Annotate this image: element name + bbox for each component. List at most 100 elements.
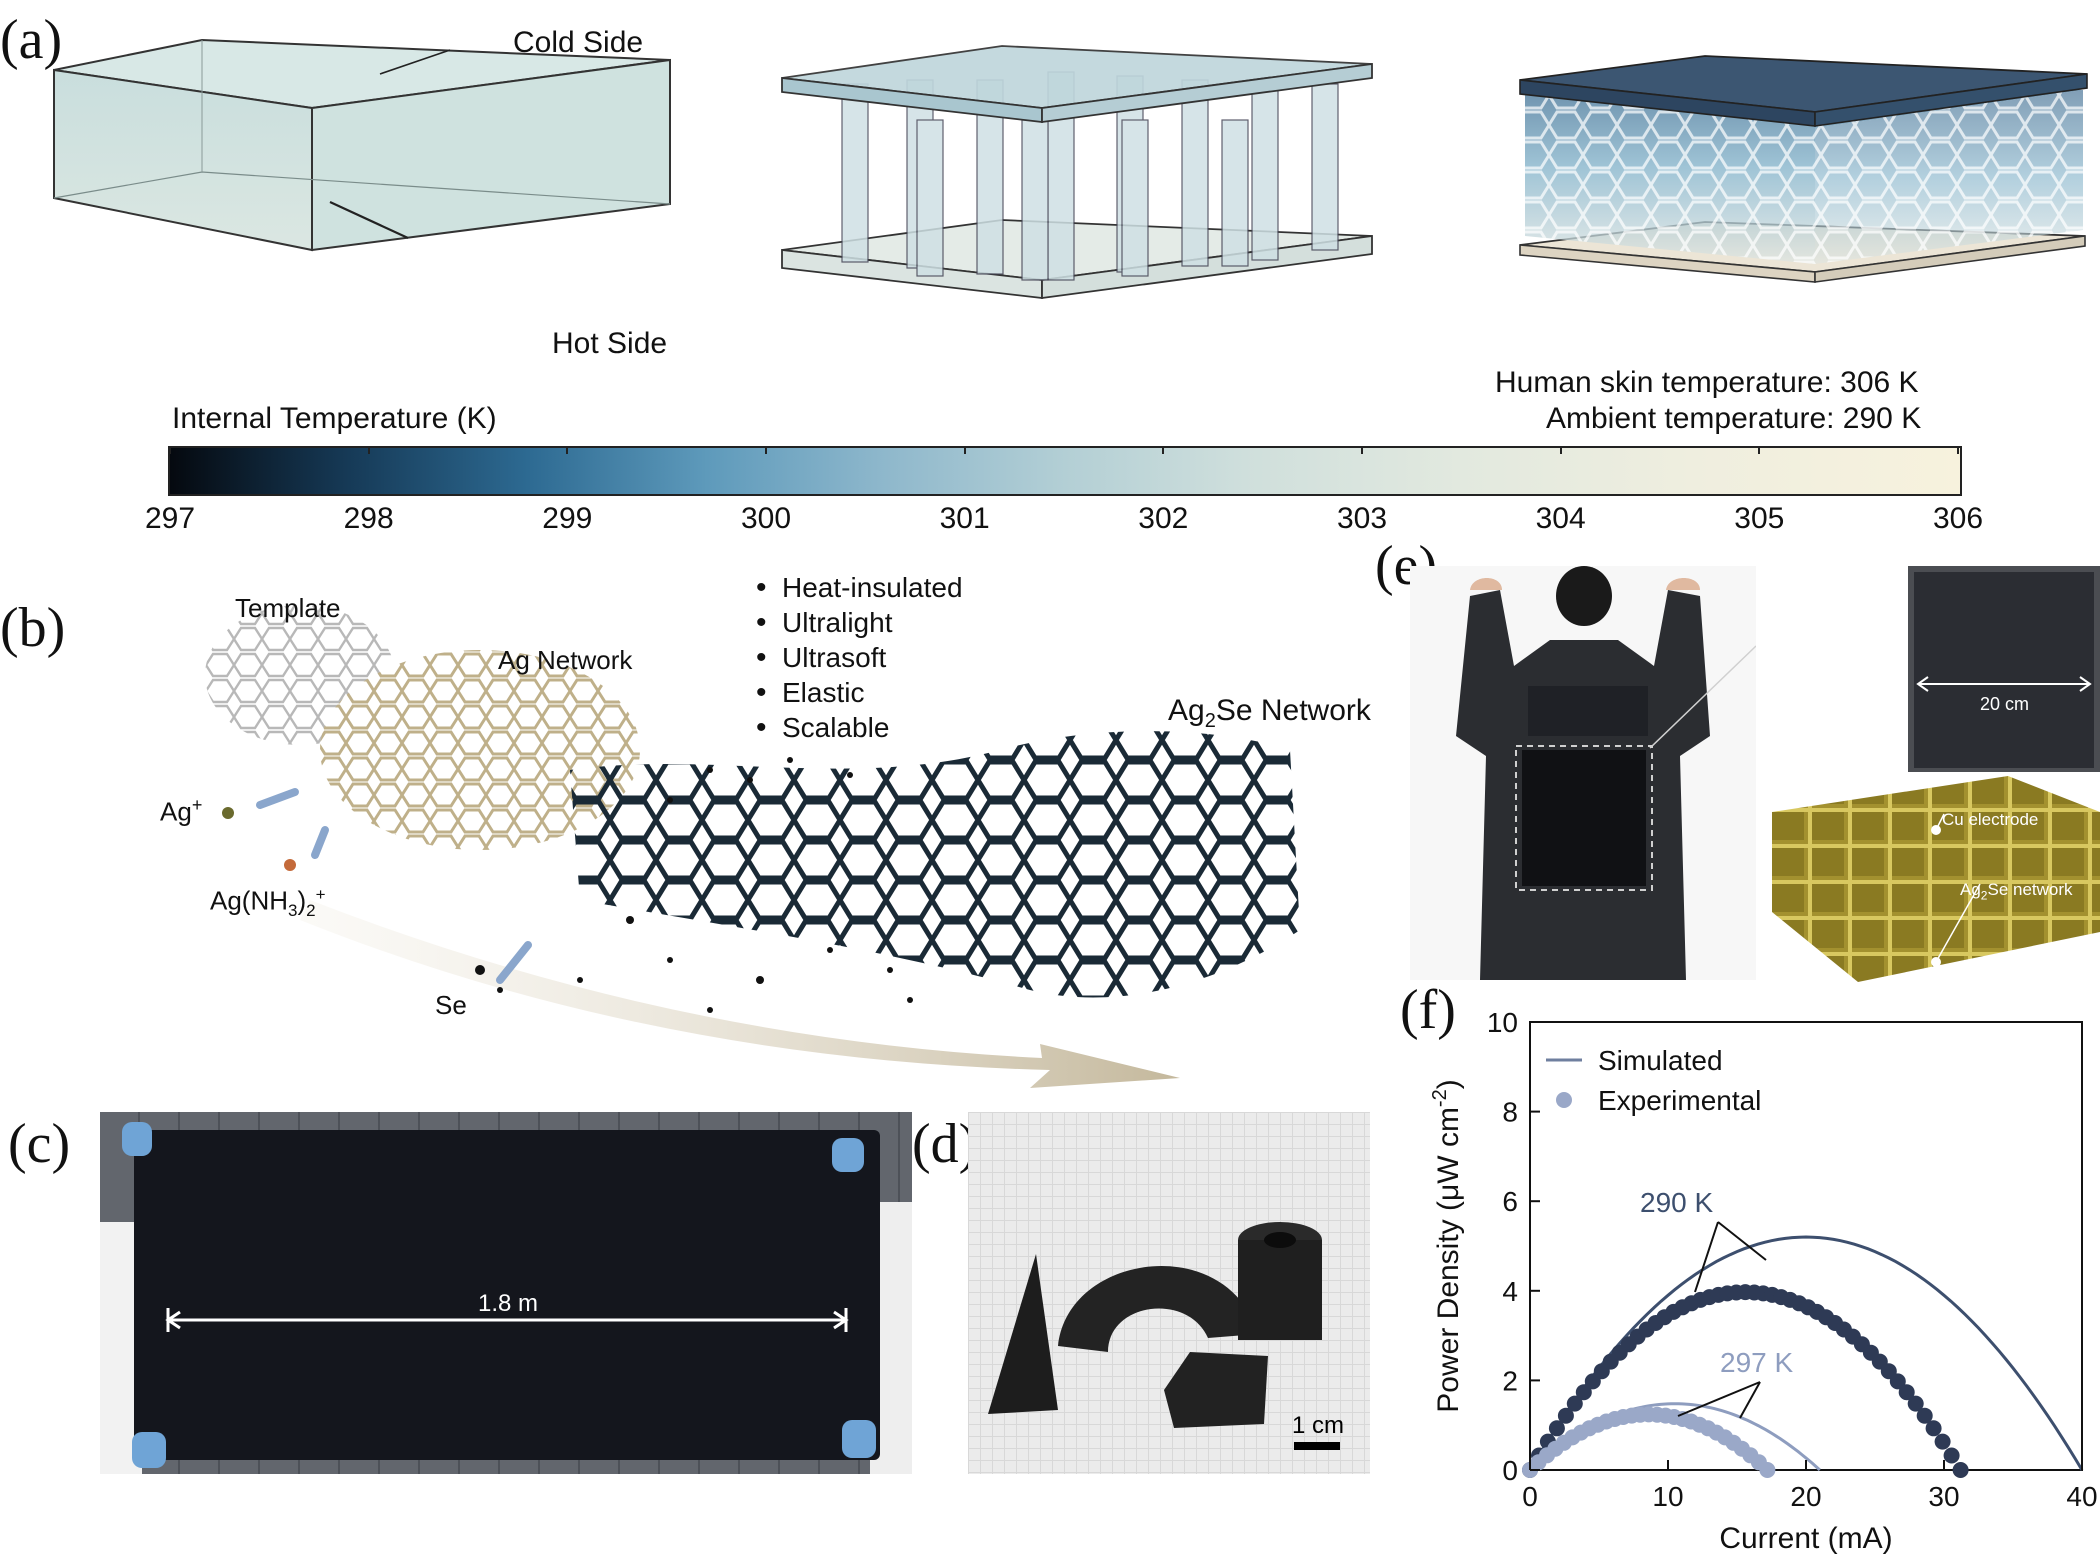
colorbar-tick-mark	[566, 446, 569, 454]
large-fabric-photo: 1.8 m	[100, 1112, 912, 1474]
feature-list: Heat-insulated Ultralight Ultrasoft Elas…	[756, 570, 963, 745]
panel-label-d: (d)	[912, 1113, 978, 1175]
y-tick-label: 0	[1502, 1455, 1518, 1486]
jacket-photo	[1410, 566, 1756, 980]
data-point	[1575, 1384, 1592, 1401]
template-label: Template	[235, 593, 341, 623]
x-tick-label: 20	[1790, 1481, 1821, 1512]
skin-temperature-label: Human skin temperature: 306 K	[1495, 366, 1919, 399]
chart-series-group	[1522, 1235, 2084, 1478]
temperature-colorbar	[168, 446, 1962, 496]
annotation-297k-pointers	[1677, 1381, 1761, 1419]
colorbar-tick-label: 297	[144, 502, 196, 535]
x-axis-label: Current (mA)	[1719, 1522, 1892, 1555]
colorbar-tick-label: 304	[1535, 502, 1586, 535]
left-glove-top	[122, 1122, 152, 1156]
person-jacket	[1456, 566, 1756, 980]
ag-ammonia-label: Ag(NH3)2+	[210, 885, 326, 920]
annotation-290k-pointers	[1694, 1221, 1767, 1293]
data-point	[1759, 1462, 1776, 1478]
y-tick-label: 4	[1502, 1276, 1518, 1307]
feature-item: Elastic	[756, 675, 963, 710]
feature-item: Ultrasoft	[756, 640, 963, 675]
ag2se-network-inset-label: Ag2Se network	[1960, 880, 2073, 903]
right-glove-bottom	[842, 1420, 876, 1458]
y-tick-label: 10	[1487, 1007, 1518, 1038]
colorbar-tick-mark	[1957, 446, 1959, 454]
x-tick-label: 40	[2066, 1481, 2097, 1512]
data-point	[1925, 1420, 1942, 1437]
colorbar-tick-mark	[1361, 446, 1363, 454]
se-label: Se	[435, 990, 467, 1020]
data-point	[1557, 1407, 1574, 1424]
legend-experimental-swatch	[1556, 1092, 1572, 1108]
feature-item: Scalable	[756, 710, 963, 745]
colorbar-tick-label: 298	[343, 502, 394, 535]
cold-side-label: Cold Side	[513, 26, 644, 59]
data-point	[1898, 1384, 1915, 1401]
power-density-chart: 0 10 20 30 40 0 2 4 6 8 10 Current (mA) Power Dens…	[1429, 1007, 2098, 1555]
colorbar-tick-label: 302	[1138, 502, 1189, 535]
ag-ion-label: Ag+	[160, 795, 203, 827]
hot-side-label: Hot Side	[552, 327, 668, 360]
colorbar-tick-mark	[367, 446, 370, 454]
ag-network-label: Ag Network	[498, 645, 633, 675]
data-point	[1952, 1462, 1969, 1478]
panel-a-solid-block	[53, 38, 671, 252]
panel-b-synthesis-illustration	[205, 605, 1300, 1088]
data-point	[1566, 1395, 1583, 1412]
scale-label: 1 cm	[1292, 1412, 1345, 1439]
colorbar-tick-mark	[1162, 446, 1165, 454]
colorbar-tick-label: 301	[939, 502, 990, 535]
length-label: 1.8 m	[478, 1290, 539, 1317]
ag2se-network-label: Ag2Se Network	[1168, 694, 1371, 732]
shapes-photo: 1 cm	[968, 1112, 1370, 1474]
legend-simulated-label: Simulated	[1598, 1045, 1723, 1076]
inset-width-arrow	[1916, 676, 2092, 692]
x-tick-label: 30	[1928, 1481, 1959, 1512]
data-point	[1889, 1373, 1906, 1390]
y-tick-label: 2	[1502, 1365, 1518, 1396]
chart-legend: Simulated Experimental	[1546, 1045, 1761, 1116]
panel-label-f: (f)	[1400, 979, 1456, 1041]
chart-axes-group: 0 10 20 30 40 0 2 4 6 8 10	[1487, 1007, 2098, 1512]
inset-width-label: 20 cm	[1980, 694, 2030, 714]
annotation-290k: 290 K	[1640, 1187, 1713, 1218]
fabric-inset-patch	[1914, 572, 2094, 768]
y-axis-label: Power Density (μW cm-2)	[1429, 1079, 1465, 1412]
left-glove-bottom	[132, 1432, 166, 1468]
feature-item: Ultralight	[756, 605, 963, 640]
colorbar-tick-label: 305	[1734, 502, 1785, 535]
annotation-297k: 297 K	[1720, 1347, 1793, 1378]
panel-a-pillar-array	[781, 45, 1373, 300]
y-tick-label: 8	[1502, 1097, 1518, 1128]
colorbar-tick-mark	[1758, 446, 1761, 454]
feature-item: Heat-insulated	[756, 570, 963, 605]
panel-a-network-structure	[1519, 55, 2088, 283]
legend-experimental-label: Experimental	[1598, 1085, 1761, 1116]
device-schematic: Cu electrode Ag2Se network	[1768, 772, 2100, 982]
data-point	[1548, 1420, 1565, 1437]
colorbar-tick-mark	[765, 446, 767, 454]
panel-label-c: (c)	[8, 1113, 71, 1175]
fabric-inset-photo: 20 cm	[1908, 566, 2100, 774]
fabric-sheet	[134, 1130, 880, 1460]
colorbar-tick-label: 303	[1336, 502, 1388, 535]
colorbar-tick-label: 306	[1932, 502, 1984, 535]
x-tick-label: 0	[1522, 1481, 1538, 1512]
x-tick-label: 10	[1652, 1481, 1683, 1512]
right-glove-top	[832, 1138, 864, 1172]
colorbar-title: Internal Temperature (K)	[172, 402, 497, 435]
data-point	[1907, 1395, 1924, 1412]
colorbar-tick-mark	[1559, 446, 1562, 454]
foam-shapes	[988, 1222, 1340, 1450]
colorbar-tick-label: 300	[740, 502, 792, 535]
data-point	[1916, 1407, 1933, 1424]
colorbar-tick-mark	[963, 446, 966, 454]
cu-electrode-label: Cu electrode	[1942, 810, 2039, 829]
colorbar-tick-mark	[169, 446, 171, 454]
length-arrow	[165, 1308, 849, 1332]
y-tick-label: 6	[1502, 1186, 1518, 1217]
panel-label-b: (b)	[0, 597, 66, 659]
data-point	[1934, 1433, 1951, 1450]
